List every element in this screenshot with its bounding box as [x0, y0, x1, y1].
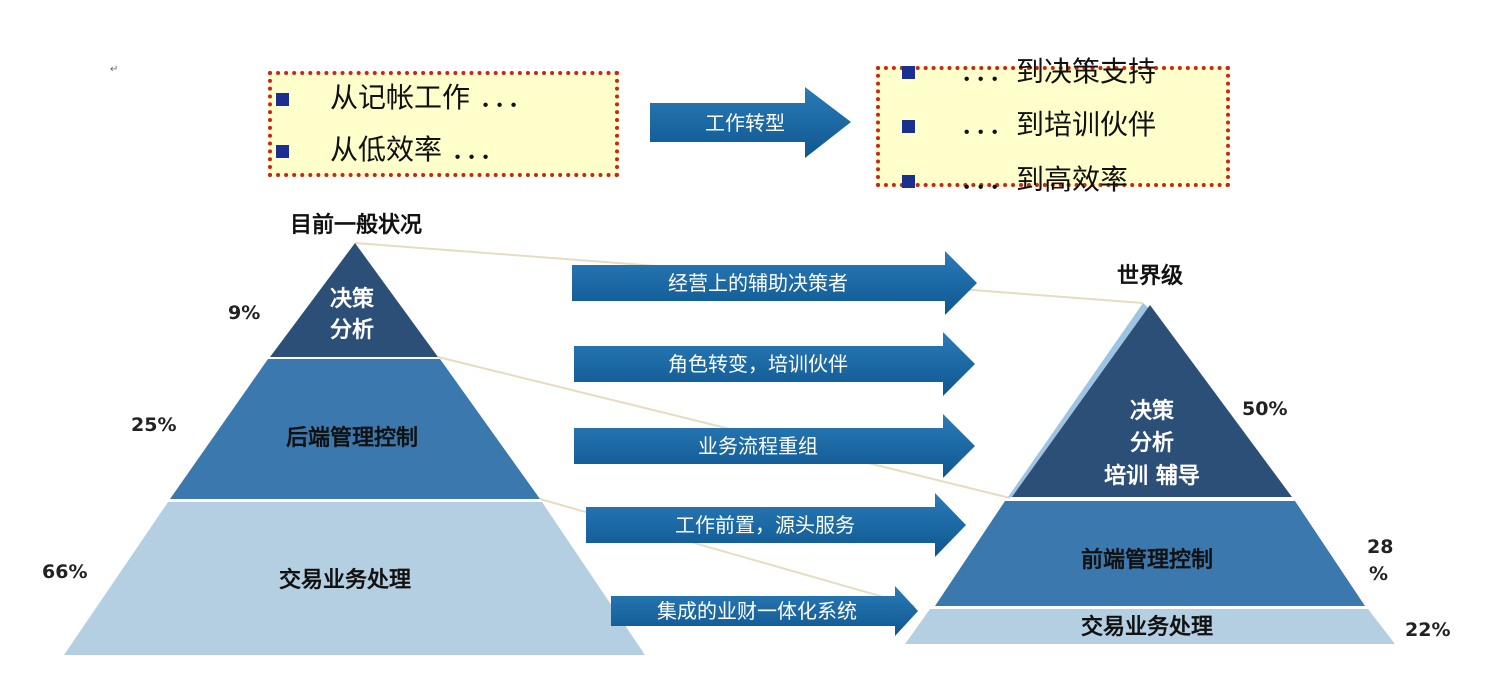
right-top-line3: 培训 辅导	[1104, 463, 1200, 489]
left-bottom-label: 交易业务处理	[279, 567, 411, 593]
bullet-icon	[902, 120, 915, 133]
right-level-bottom	[905, 609, 1395, 644]
mid-arrow-2-label: 角色转变，培训伙伴	[668, 352, 848, 376]
right-top-percent: 50%	[1242, 398, 1287, 420]
to-box	[876, 66, 1230, 187]
left-level-bottom	[64, 502, 645, 655]
left-pyramid-title: 目前一般状况	[290, 212, 422, 238]
to-item-1: ．．．到决策支持	[960, 55, 1157, 88]
left-top-line2: 分析	[330, 318, 374, 343]
right-mid-label: 前端管理控制	[1081, 547, 1213, 573]
right-level-top	[1012, 305, 1292, 497]
bullet-icon	[276, 93, 289, 106]
mid-arrow-2: 角色转变，培训伙伴	[574, 332, 975, 396]
right-mid-percent-line1: 28	[1367, 536, 1393, 558]
right-level-mid	[935, 501, 1365, 606]
bullet-icon	[902, 175, 915, 188]
mid-arrow-3-label: 业务流程重组	[698, 434, 818, 458]
left-top-line1: 决策	[330, 286, 375, 312]
right-bottom-label: 交易业务处理	[1081, 614, 1213, 640]
left-level-top	[270, 243, 438, 357]
mid-arrow-4: 工作前置，源头服务	[586, 493, 966, 557]
paragraph-mark: ↵	[110, 64, 119, 75]
bullet-icon	[902, 66, 915, 79]
left-bottom-percent: 66%	[42, 561, 87, 583]
mid-arrow-1-label: 经营上的辅助决策者	[668, 271, 848, 295]
mid-arrow-5: 集成的业财一体化系统	[611, 586, 918, 636]
transform-arrow: 工作转型	[650, 87, 851, 158]
left-mid-percent: 25%	[131, 414, 176, 436]
transform-arrow-label: 工作转型	[705, 111, 785, 135]
right-top-line2: 分析	[1130, 431, 1174, 456]
right-pyramid-title: 世界级	[1117, 263, 1183, 289]
right-pyramid-highlight	[1008, 303, 1151, 497]
to-item-3: ．．．到高效率	[960, 163, 1129, 196]
mid-arrow-5-label: 集成的业财一体化系统	[657, 599, 857, 623]
mid-arrow-3: 业务流程重组	[574, 414, 975, 478]
mid-arrow-4-label: 工作前置，源头服务	[675, 513, 855, 537]
from-item-2: 从低效率 ．．．	[330, 133, 507, 166]
left-level-mid	[170, 359, 540, 499]
bullet-icon	[276, 145, 289, 158]
left-mid-label: 后端管理控制	[286, 425, 418, 451]
right-top-line1: 决策	[1130, 398, 1175, 424]
from-item-1: 从记帐工作 ．．．	[330, 81, 535, 114]
to-item-2: ．．．到培训伙伴	[960, 108, 1157, 141]
right-bottom-percent: 22%	[1405, 619, 1450, 641]
right-mid-percent-line2: %	[1369, 563, 1388, 585]
from-box	[268, 71, 619, 177]
left-top-percent: 9%	[228, 302, 260, 324]
right-pyramid: 世界级 决策 分析 培训 辅导 前端管理控制 交易业务处理 50% 28 % 2…	[905, 263, 1450, 644]
left-pyramid: 目前一般状况 决策 分析 后端管理控制 交易业务处理 9% 25% 66%	[42, 212, 645, 655]
mid-arrow-1: 经营上的辅助决策者	[572, 251, 977, 315]
